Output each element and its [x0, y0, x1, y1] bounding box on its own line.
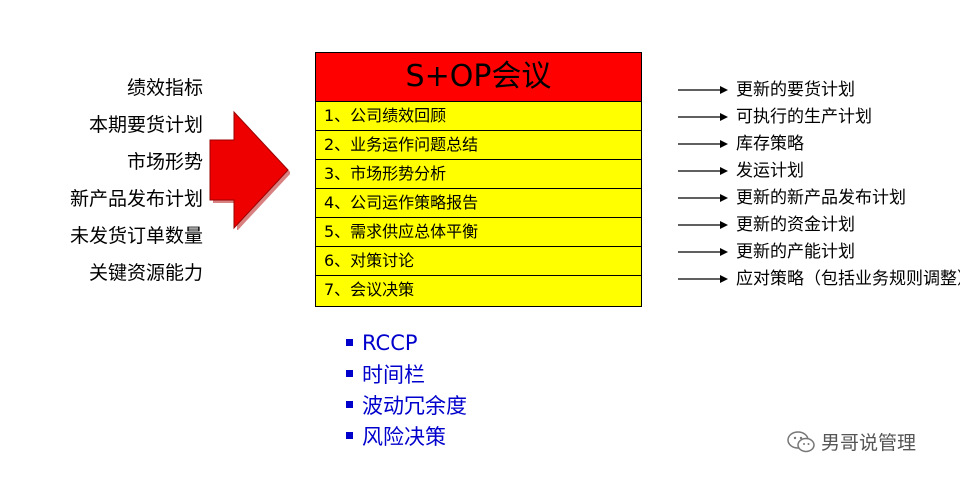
input-item: 关键资源能力 — [88, 262, 203, 284]
output-item: 应对策略（包括业务规则调整） — [676, 268, 960, 318]
output-label: 发运计划 — [736, 161, 804, 181]
square-bullet-icon — [346, 339, 353, 346]
output-item: 发运计划 — [676, 160, 960, 187]
arrow-right-icon — [678, 167, 728, 175]
output-item: 更新的产能计划 — [676, 241, 960, 268]
square-bullet-icon — [346, 401, 353, 408]
watermark-text: 男哥说管理 — [821, 432, 917, 454]
arrow-right-icon — [678, 86, 728, 94]
output-label: 更新的产能计划 — [736, 242, 855, 262]
input-item: 绩效指标 — [126, 77, 203, 99]
square-bullet-icon — [346, 432, 353, 439]
agenda-item: 5、需求供应总体平衡 — [316, 218, 641, 247]
output-label: 更新的新产品发布计划 — [736, 188, 906, 208]
output-label: 更新的要货计划 — [736, 80, 855, 100]
tool-item: 波动冗余度 — [346, 389, 467, 420]
arrow-right-icon — [678, 248, 728, 256]
agenda-item: 2、业务运作问题总结 — [316, 131, 641, 160]
tool-label: 时间栏 — [362, 362, 425, 387]
agenda-item: 6、对策讨论 — [316, 247, 641, 276]
agenda-item: 1、公司绩效回顾 — [316, 102, 641, 131]
arrow-right-icon — [678, 140, 728, 148]
tool-label: 风险决策 — [362, 424, 446, 449]
input-item: 本期要货计划 — [88, 114, 203, 136]
tool-label: 波动冗余度 — [362, 393, 467, 418]
meeting-box: S+OP会议 1、公司绩效回顾 2、业务运作问题总结 3、市场形势分析 4、公司… — [315, 52, 642, 307]
tool-label: RCCP — [362, 330, 418, 355]
input-item: 新产品发布计划 — [69, 188, 203, 210]
wechat-icon — [787, 430, 815, 452]
tool-item: 时间栏 — [346, 358, 467, 389]
agenda-item: 3、市场形势分析 — [316, 160, 641, 189]
input-list: 绩效指标 本期要货计划 市场形势 新产品发布计划 未发货订单数量 关键资源能力 — [70, 76, 203, 298]
square-bullet-icon — [346, 370, 353, 377]
input-item: 未发货订单数量 — [69, 225, 203, 247]
output-list: 更新的要货计划 可执行的生产计划 库存策略 发运计划 更新的新产品发布计划 更新… — [676, 79, 960, 318]
agenda-item: 7、会议决策 — [316, 276, 641, 306]
output-item: 更新的资金计划 — [676, 214, 960, 241]
output-label: 更新的资金计划 — [736, 215, 855, 235]
output-label: 可执行的生产计划 — [736, 107, 872, 127]
arrow-right-icon — [678, 275, 728, 283]
output-item: 更新的新产品发布计划 — [676, 187, 960, 214]
arrow-right-icon — [678, 194, 728, 202]
output-item: 更新的要货计划 — [676, 79, 960, 106]
output-item: 可执行的生产计划 — [676, 106, 960, 133]
arrow-right-icon — [678, 221, 728, 229]
big-right-arrow-icon — [209, 110, 290, 230]
arrow-right-icon — [678, 113, 728, 121]
output-label: 库存策略 — [736, 134, 804, 154]
tool-item: 风险决策 — [346, 420, 467, 451]
tools-list: RCCP 时间栏 波动冗余度 风险决策 — [346, 327, 467, 451]
output-label: 应对策略（包括业务规则调整） — [736, 269, 960, 289]
output-item: 库存策略 — [676, 133, 960, 160]
tool-item: RCCP — [346, 327, 467, 358]
watermark: 男哥说管理 — [787, 428, 916, 455]
agenda-item: 4、公司运作策略报告 — [316, 189, 641, 218]
meeting-title: S+OP会议 — [316, 53, 641, 102]
input-item: 市场形势 — [126, 151, 203, 173]
